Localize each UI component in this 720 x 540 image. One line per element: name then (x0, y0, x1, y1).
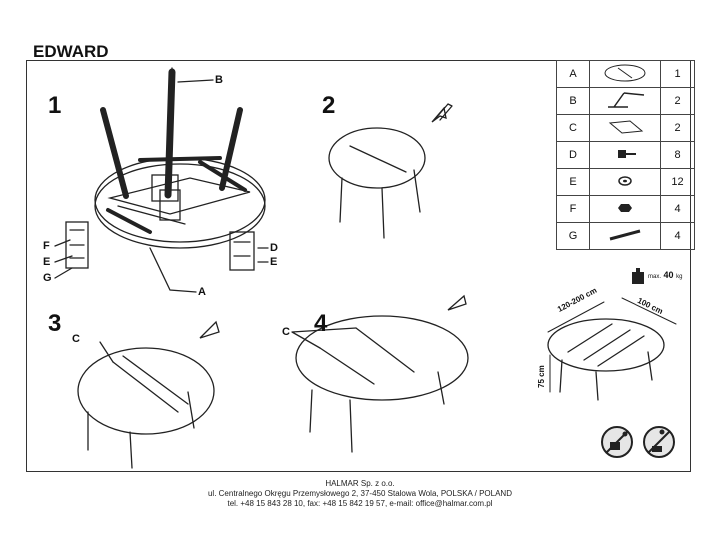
max-load-unit: kg (676, 274, 683, 280)
weight-icon (632, 268, 644, 284)
part-quantity: 1 (660, 60, 695, 88)
callout-f: F (43, 240, 50, 252)
callout-e-right: E (270, 256, 278, 268)
callout-e-left: E (43, 256, 51, 268)
bolt-icon (589, 141, 661, 169)
step-1-number: 1 (48, 92, 62, 119)
part-quantity: 4 (660, 222, 695, 250)
callout-g: G (43, 272, 52, 284)
extension-leaf-icon (589, 114, 661, 142)
page-title: EDWARD (33, 42, 109, 61)
nut-icon (589, 195, 661, 223)
callout-b: B (215, 74, 223, 86)
footer-address: ul. Centralnego Okręgu Przemysłowego 2, … (207, 489, 512, 498)
max-load-label: max. 40 kg (648, 270, 682, 280)
part-letter: F (556, 195, 590, 223)
callout-c-step3: C (72, 333, 80, 345)
dimension-drawing (547, 297, 677, 401)
part-letter: E (556, 168, 590, 196)
step4-drawing (291, 294, 469, 453)
leg-bracket-icon (589, 87, 661, 115)
max-load-value: 40 (663, 270, 674, 280)
part-letter: G (556, 222, 590, 250)
part-quantity: 4 (660, 195, 695, 223)
dimension-height: 75 cm (537, 365, 546, 388)
instruction-frame (26, 60, 691, 472)
parts-row: E 12 (556, 168, 695, 196)
washer-icon (589, 168, 661, 196)
step-2-number: 2 (322, 92, 336, 119)
max-load-prefix: max. (648, 274, 662, 280)
table-top-icon (589, 60, 661, 88)
callout-d: D (270, 242, 278, 254)
part-letter: D (556, 141, 590, 169)
callout-a: A (198, 286, 206, 298)
step3-drawing (77, 320, 220, 469)
part-quantity: 12 (660, 168, 695, 196)
part-quantity: 8 (660, 141, 695, 169)
part-quantity: 2 (660, 87, 695, 115)
step2-drawing (328, 103, 453, 239)
footer-contact: tel. +48 15 843 28 10, fax: +48 15 842 1… (227, 499, 493, 508)
part-letter: A (556, 60, 590, 88)
step1-drawing (54, 67, 269, 293)
step-4-number: 4 (314, 310, 328, 337)
part-quantity: 2 (660, 114, 695, 142)
part-letter: B (556, 87, 590, 115)
callout-c-step4: C (282, 326, 290, 338)
step-3-number: 3 (48, 310, 62, 337)
part-letter: C (556, 114, 590, 142)
allen-key-icon (589, 222, 661, 250)
footer-company: HALMAR Sp. z o.o. (325, 479, 395, 488)
